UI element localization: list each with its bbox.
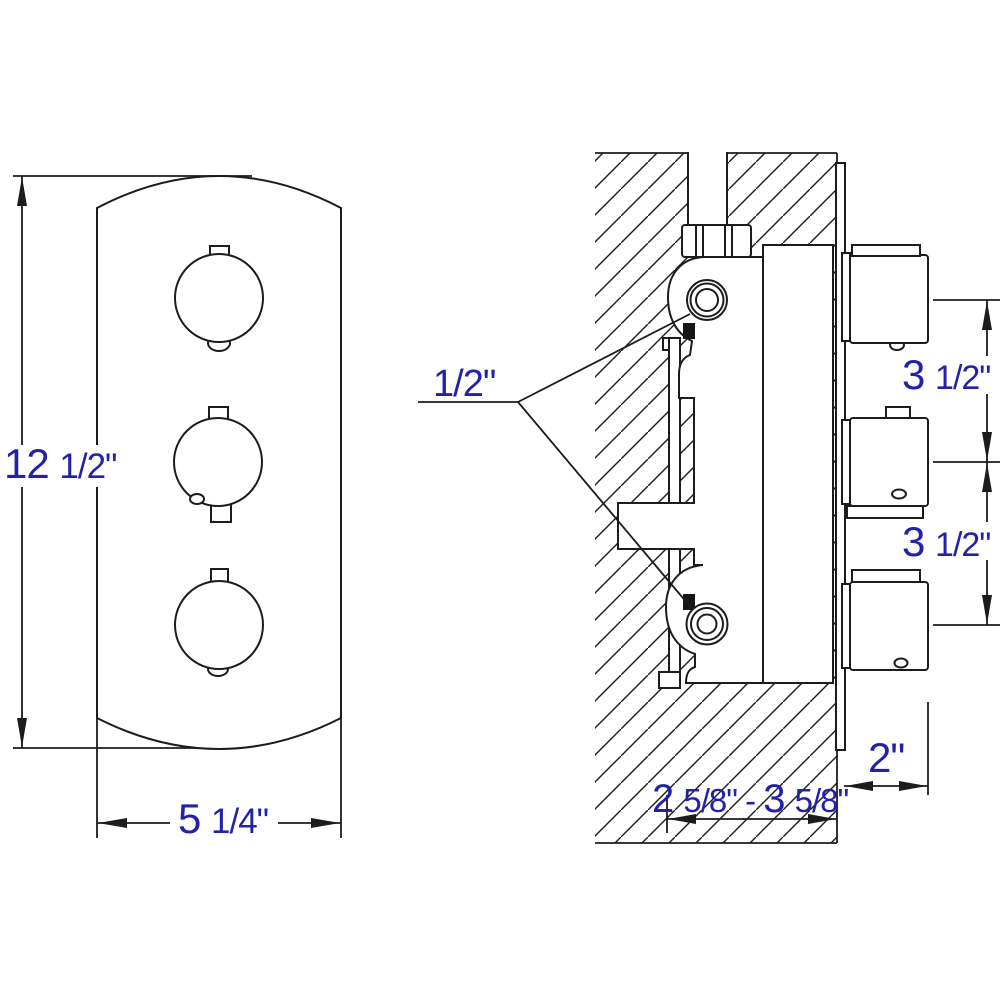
knob-bottom-circle (174, 580, 264, 670)
knob-bottom-front (174, 568, 264, 677)
knob-bottom-side (841, 569, 929, 671)
knob-depth-label: 2" (868, 734, 904, 781)
knob-top-side (841, 244, 929, 351)
knob-middle-side (841, 406, 929, 519)
knob-spacing-upper-label: 3 1/2" (902, 351, 990, 398)
valve-housing (762, 244, 834, 684)
knob-middle-screw (189, 493, 205, 505)
seal-clip-upper (683, 323, 695, 339)
faceplate-height-label: 12 1/2" (4, 440, 116, 487)
knob-middle-front (173, 406, 263, 523)
knob-middle-circle (173, 417, 263, 507)
inlet-fitting-lower (685, 602, 729, 646)
dim-faceplate-height: 12 1/2" (0, 175, 252, 749)
dim-faceplate-width: 5 1/4" (96, 718, 342, 842)
dim-knob-spacing: 3 1/2" 3 1/2" (898, 299, 1000, 626)
pipe-nut (681, 224, 752, 258)
inlet-fitting-upper (686, 279, 728, 321)
seal-clip-lower (683, 594, 695, 610)
valve-body (617, 256, 764, 684)
knob-spacing-lower-label: 3 1/2" (902, 518, 990, 565)
inlet-size-label: 1/2" (433, 363, 495, 405)
dim-knob-depth: 2" (844, 702, 929, 795)
front-view: 12 1/2" 5 1/4" (0, 175, 342, 842)
knob-top-front (174, 245, 264, 352)
faceplate-width-label: 5 1/4" (178, 795, 268, 842)
side-view: 3 1/2" 3 1/2" 2" 2 5/8" - 3 5/8" (418, 150, 1000, 844)
knob-top-circle (174, 253, 264, 343)
callout-inlet-size: 1/2" (418, 313, 694, 611)
dim-rough-in-depth: 2 5/8" - 3 5/8" (652, 777, 850, 833)
rough-in-depth-label: 2 5/8" - 3 5/8" (652, 777, 849, 821)
pipe-channel (689, 150, 726, 226)
